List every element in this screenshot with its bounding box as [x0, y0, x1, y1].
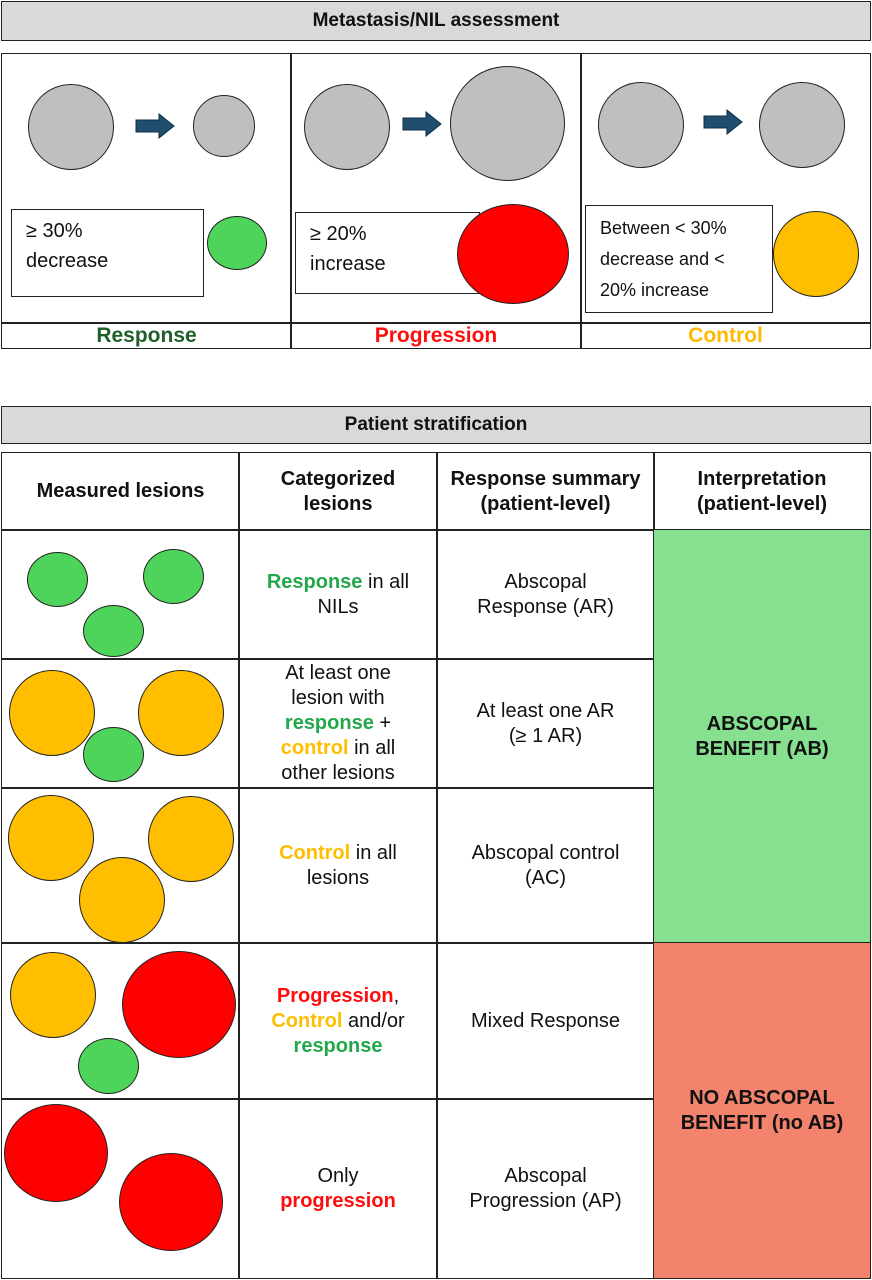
categorized-keyword: Response — [266, 570, 363, 593]
header-response-summary: Response summary (patient-level) — [436, 452, 655, 531]
interpretation-benefit-cell: ABSCOPAL BENEFIT (AB) — [653, 529, 871, 944]
lesion-circle — [138, 670, 224, 756]
measured-lesions-cell — [1, 529, 240, 660]
categorized-text-part: and/or — [342, 1009, 405, 1032]
categorized-text: Control in all lesions — [267, 841, 409, 891]
result-lesion-circle — [207, 216, 267, 270]
lesion-circle — [119, 1153, 223, 1251]
assessment-title: Metastasis/NIL assessment — [312, 10, 560, 31]
label-response: Response — [1, 322, 292, 349]
criteria-line: 20% increase — [600, 279, 710, 300]
measured-lesions-cell — [1, 942, 240, 1100]
lesion-before-circle — [304, 84, 390, 170]
interpretation-no-benefit-cell: NO ABSCOPAL BENEFIT (no AB) — [653, 942, 871, 1279]
categorized-keyword: Control — [271, 1009, 343, 1032]
arrow-right-icon — [135, 113, 175, 139]
criteria-line: Between < 30% — [600, 218, 727, 238]
stratification-title-bar: Patient stratification — [1, 406, 871, 444]
label-progression: Progression — [290, 322, 582, 349]
lesion-before-circle — [598, 82, 684, 168]
lesion-circle — [10, 952, 96, 1038]
lesion-circle — [4, 1104, 108, 1202]
criteria-box: ≥ 20% increase — [295, 212, 480, 294]
categorized-text: Response in all NILs — [249, 570, 427, 620]
lesion-circle — [122, 951, 236, 1058]
panel-response: ≥ 30% decrease — [1, 53, 292, 324]
header-measured-lesions: Measured lesions — [1, 452, 240, 531]
panel-progression: ≥ 20% increase — [290, 53, 582, 324]
lesion-before-circle — [28, 84, 114, 170]
result-lesion-circle — [773, 211, 859, 297]
stratification-title: Patient stratification — [344, 414, 528, 435]
categorized-keyword: Progression — [276, 984, 394, 1007]
categorized-cell: At least one lesion with response + cont… — [238, 658, 438, 789]
categorized-keyword: Control — [279, 841, 351, 864]
lesion-after-circle — [759, 82, 845, 168]
criteria-line: ≥ 30% — [26, 220, 83, 242]
categorized-text-part: in all lesions — [306, 841, 397, 889]
criteria-line: decrease and < — [600, 248, 725, 269]
measured-lesions-cell — [1, 658, 240, 789]
header-interpretation: Interpretation (patient-level) — [653, 452, 871, 531]
categorized-text-part: Only — [317, 1164, 359, 1187]
criteria-line: ≥ 20% — [310, 223, 367, 245]
categorized-cell: Only progression — [238, 1098, 438, 1279]
categorized-keyword: control — [280, 737, 349, 759]
categorized-keyword: response — [284, 712, 374, 734]
lesion-circle — [83, 605, 144, 657]
lesion-circle — [79, 857, 165, 943]
categorized-keyword: response — [293, 1034, 383, 1057]
categorized-text-part: + — [373, 712, 392, 734]
label-control: Control — [580, 322, 871, 349]
categorized-cell: Control in all lesions — [238, 787, 438, 944]
categorized-text-part: At least one lesion with — [285, 662, 391, 709]
summary-cell: At least one AR (≥ 1 AR) — [436, 658, 655, 789]
categorized-keyword: progression — [280, 1189, 396, 1212]
summary-cell: Mixed Response — [436, 942, 655, 1100]
categorized-text: At least one lesion with response + cont… — [257, 661, 419, 786]
criteria-line: increase — [310, 253, 386, 275]
lesion-circle — [9, 670, 95, 756]
lesion-after-circle — [450, 66, 565, 181]
criteria-box: Between < 30% decrease and < 20% increas… — [585, 205, 773, 313]
categorized-text-part: , — [393, 984, 400, 1007]
lesion-circle — [83, 727, 144, 782]
lesion-after-circle — [193, 95, 255, 157]
summary-cell: Abscopal control (AC) — [436, 787, 655, 944]
measured-lesions-cell — [1, 787, 240, 944]
lesion-circle — [148, 796, 234, 882]
summary-cell: Abscopal Progression (AP) — [436, 1098, 655, 1279]
categorized-cell: Response in all NILs — [238, 529, 438, 660]
arrow-right-icon — [703, 109, 743, 135]
lesion-circle — [8, 795, 94, 881]
assessment-title-bar: Metastasis/NIL assessment — [1, 1, 871, 41]
criteria-line: decrease — [26, 250, 109, 272]
measured-lesions-cell — [1, 1098, 240, 1279]
criteria-box: ≥ 30% decrease — [11, 209, 204, 297]
categorized-cell: Progression, Control and/or response — [238, 942, 438, 1100]
lesion-circle — [78, 1038, 139, 1094]
summary-cell: Abscopal Response (AR) — [436, 529, 655, 660]
lesion-circle — [27, 552, 88, 607]
categorized-text: Only progression — [269, 1164, 407, 1214]
categorized-text-part: in all NILs — [317, 570, 410, 618]
categorized-text-part: in all other lesions — [281, 737, 396, 784]
result-lesion-circle — [457, 204, 569, 304]
categorized-text: Progression, Control and/or response — [261, 984, 415, 1059]
header-categorized-lesions: Categorized lesions — [238, 452, 438, 531]
arrow-right-icon — [402, 111, 442, 137]
lesion-circle — [143, 549, 204, 604]
panel-control: Between < 30% decrease and < 20% increas… — [580, 53, 871, 324]
